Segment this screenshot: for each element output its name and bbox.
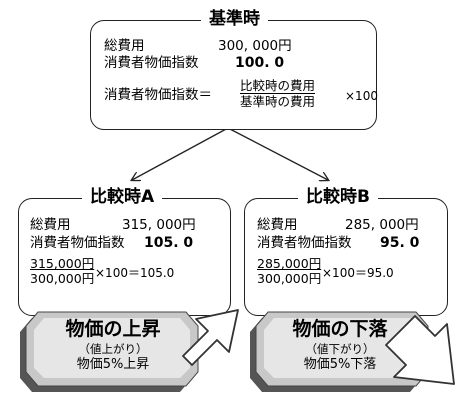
down-arrow-icon (385, 315, 455, 385)
compare-a-calc-numerator: 315,000円 (30, 256, 95, 271)
price-rise-badge-shape (20, 311, 199, 392)
compare-b-cpi-value: 95. 0 (380, 235, 420, 251)
compare-b-calc-rest: ×100＝95.0 (322, 266, 394, 280)
price-fall-title: 物価の下落 (292, 318, 388, 340)
compare-a-cpi-label: 消費者物価指数 (30, 235, 125, 251)
price-rise-subtitle: （値上がり） (78, 342, 148, 356)
up-arrow-icon (182, 309, 239, 366)
arrow-to-compare-a (132, 127, 229, 180)
compare-a-total-cost-value: 315, 000円 (122, 217, 196, 233)
compare-b-calc-denominator: 300,000円 (257, 271, 322, 286)
price-fall-badge-shape (250, 311, 429, 392)
base-total-cost-label: 総費用 (104, 38, 145, 54)
compare-a-calc-denominator: 300,000円 (30, 271, 95, 286)
compare-b-title: 比較時B (298, 187, 378, 207)
compare-b-total-cost-value: 285, 000円 (345, 217, 419, 233)
compare-b-cpi-label: 消費者物価指数 (257, 235, 352, 251)
compare-a-calc-rest: ×100＝105.0 (95, 266, 175, 280)
base-total-cost-value: 300, 000円 (218, 38, 292, 54)
compare-a-cpi-value: 105. 0 (144, 235, 194, 251)
formula-numerator: 比較時の費用 (240, 78, 316, 93)
compare-a-calc-fraction: 315,000円 300,000円 (30, 256, 94, 286)
compare-b-box (244, 198, 448, 316)
compare-b-calc-numerator: 285,000円 (257, 256, 322, 271)
compare-a-title: 比較時A (82, 187, 163, 207)
compare-a-box (18, 198, 231, 316)
price-rise-title: 物価の上昇 (65, 318, 161, 340)
formula-denominator: 基準時の費用 (240, 93, 316, 109)
base-cpi-label: 消費者物価指数 (104, 55, 199, 71)
arrow-to-compare-b (227, 127, 328, 180)
formula-lhs: 消費者物価指数＝ (104, 87, 212, 103)
price-fall-rate: 物価5%下落 (303, 357, 377, 372)
price-rise-rate: 物価5%上昇 (76, 357, 150, 372)
base-cpi-value: 100. 0 (235, 55, 285, 71)
formula-fraction: 比較時の費用 基準時の費用 (240, 78, 316, 109)
base-period-title: 基準時 (201, 9, 268, 29)
compare-b-calc-fraction: 285,000円 300,000円 (257, 256, 321, 286)
compare-b-total-cost-label: 総費用 (257, 217, 298, 233)
price-fall-subtitle: （値下がり） (305, 342, 375, 356)
compare-a-total-cost-label: 総費用 (30, 217, 71, 233)
formula-multiplier: ×100 (345, 89, 378, 103)
